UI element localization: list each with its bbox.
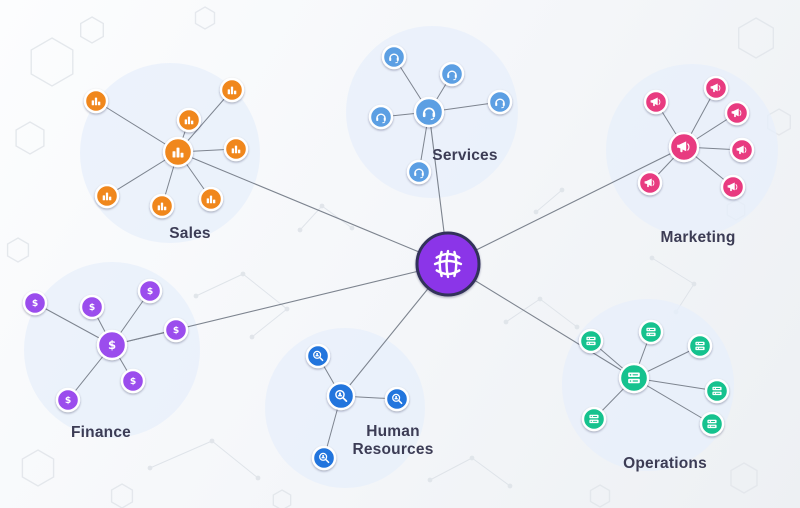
- dot-decoration: [574, 324, 580, 330]
- operations-label: Operations: [623, 455, 707, 472]
- hexagon-decoration: [15, 121, 45, 155]
- dot-decoration: [209, 438, 215, 444]
- operations-node-4: [704, 378, 730, 404]
- hexagon-decoration: [730, 462, 758, 494]
- hexagon-decoration: [21, 449, 55, 487]
- marketing-label: Marketing: [660, 229, 735, 246]
- human-resources-node-2: [384, 386, 410, 412]
- operations-node-6: [581, 406, 607, 432]
- dot-decoration: [469, 455, 475, 461]
- operations-node-2: [638, 319, 664, 345]
- dot-decoration: [284, 306, 290, 312]
- hexagon-decoration: [79, 16, 105, 44]
- hexagon-decoration: [110, 483, 134, 508]
- dot-decoration: [503, 319, 509, 325]
- services-hub-node: [413, 96, 445, 128]
- sales-hub-node: [162, 136, 194, 168]
- dollar-icon: [107, 338, 117, 353]
- finance-node-5: [120, 368, 146, 394]
- finance-node-4: [163, 317, 189, 343]
- operations-node-3: [687, 333, 713, 359]
- dollar-icon: [129, 376, 137, 388]
- operations-node-5: [699, 411, 725, 437]
- sales-node-2: [176, 107, 202, 133]
- sales-node-6: [149, 193, 175, 219]
- sales-node-1: [83, 88, 109, 114]
- marketing-node-2: [703, 75, 729, 101]
- services-node-4: [368, 104, 394, 130]
- marketing-hub-node: [668, 131, 700, 163]
- finance-cluster: Finance: [22, 278, 189, 441]
- hexagon-decoration: [6, 237, 30, 263]
- hexagon-decoration: [738, 17, 774, 59]
- marketing-cluster: Marketing: [637, 75, 755, 246]
- services-node-3: [487, 89, 513, 115]
- hexagon-decoration: [30, 37, 74, 87]
- dot-decoration: [533, 209, 539, 215]
- finance-node-3: [137, 278, 163, 304]
- hexagon-decoration: [194, 6, 216, 30]
- edge-hub-sales: [177, 151, 449, 265]
- dot-decoration: [240, 271, 246, 277]
- marketing-node-4: [729, 137, 755, 163]
- edge-sales-satellite: [95, 100, 179, 153]
- marketing-node-1: [643, 89, 669, 115]
- dot-decoration: [319, 203, 325, 209]
- dot-decoration: [649, 255, 655, 261]
- dollar-icon: [172, 325, 180, 337]
- human-resources-node-1: [305, 343, 331, 369]
- dot-decoration: [427, 477, 433, 483]
- human-resources-hub-node: [326, 381, 356, 411]
- operations-hub-node: [618, 362, 650, 394]
- dot-decoration: [255, 475, 261, 481]
- operations-node-1: [578, 328, 604, 354]
- services-cluster: Services: [368, 44, 513, 185]
- marketing-node-5: [720, 174, 746, 200]
- sales-node-4: [223, 136, 249, 162]
- services-node-5: [406, 159, 432, 185]
- dot-decoration: [297, 227, 303, 233]
- dollar-icon: [88, 302, 96, 314]
- operations-cluster: Operations: [578, 319, 730, 472]
- finance-node-6: [55, 387, 81, 413]
- edge-hub-operations: [447, 263, 635, 379]
- sales-node-5: [94, 183, 120, 209]
- hexagon-decoration: [272, 489, 292, 508]
- sales-cluster: Sales: [83, 77, 249, 242]
- edge-hub-marketing: [447, 146, 685, 265]
- dot-decoration: [537, 296, 543, 302]
- central-hub-node: [415, 231, 481, 297]
- dollar-icon: [31, 298, 39, 310]
- dot-decoration: [249, 334, 255, 340]
- dot-decoration: [559, 187, 565, 193]
- dot-decoration: [349, 225, 355, 231]
- dot-decoration: [193, 293, 199, 299]
- dollar-icon: [146, 286, 154, 298]
- sales-node-7: [198, 186, 224, 212]
- services-node-1: [381, 44, 407, 70]
- services-node-2: [439, 61, 465, 87]
- dot-decoration: [507, 483, 513, 489]
- finance-label: Finance: [71, 424, 131, 441]
- hexagon-decoration: [589, 484, 611, 508]
- dot-decoration: [147, 465, 153, 471]
- sales-label: Sales: [169, 225, 211, 242]
- human-resources-node-3: [311, 445, 337, 471]
- finance-hub-node: [96, 329, 128, 361]
- finance-node-2: [79, 294, 105, 320]
- marketing-node-3: [724, 100, 750, 126]
- dollar-icon: [64, 395, 72, 407]
- finance-node-1: [22, 290, 48, 316]
- services-label: Services: [432, 147, 497, 164]
- sales-node-3: [219, 77, 245, 103]
- dot-decoration: [691, 281, 697, 287]
- marketing-node-6: [637, 170, 663, 196]
